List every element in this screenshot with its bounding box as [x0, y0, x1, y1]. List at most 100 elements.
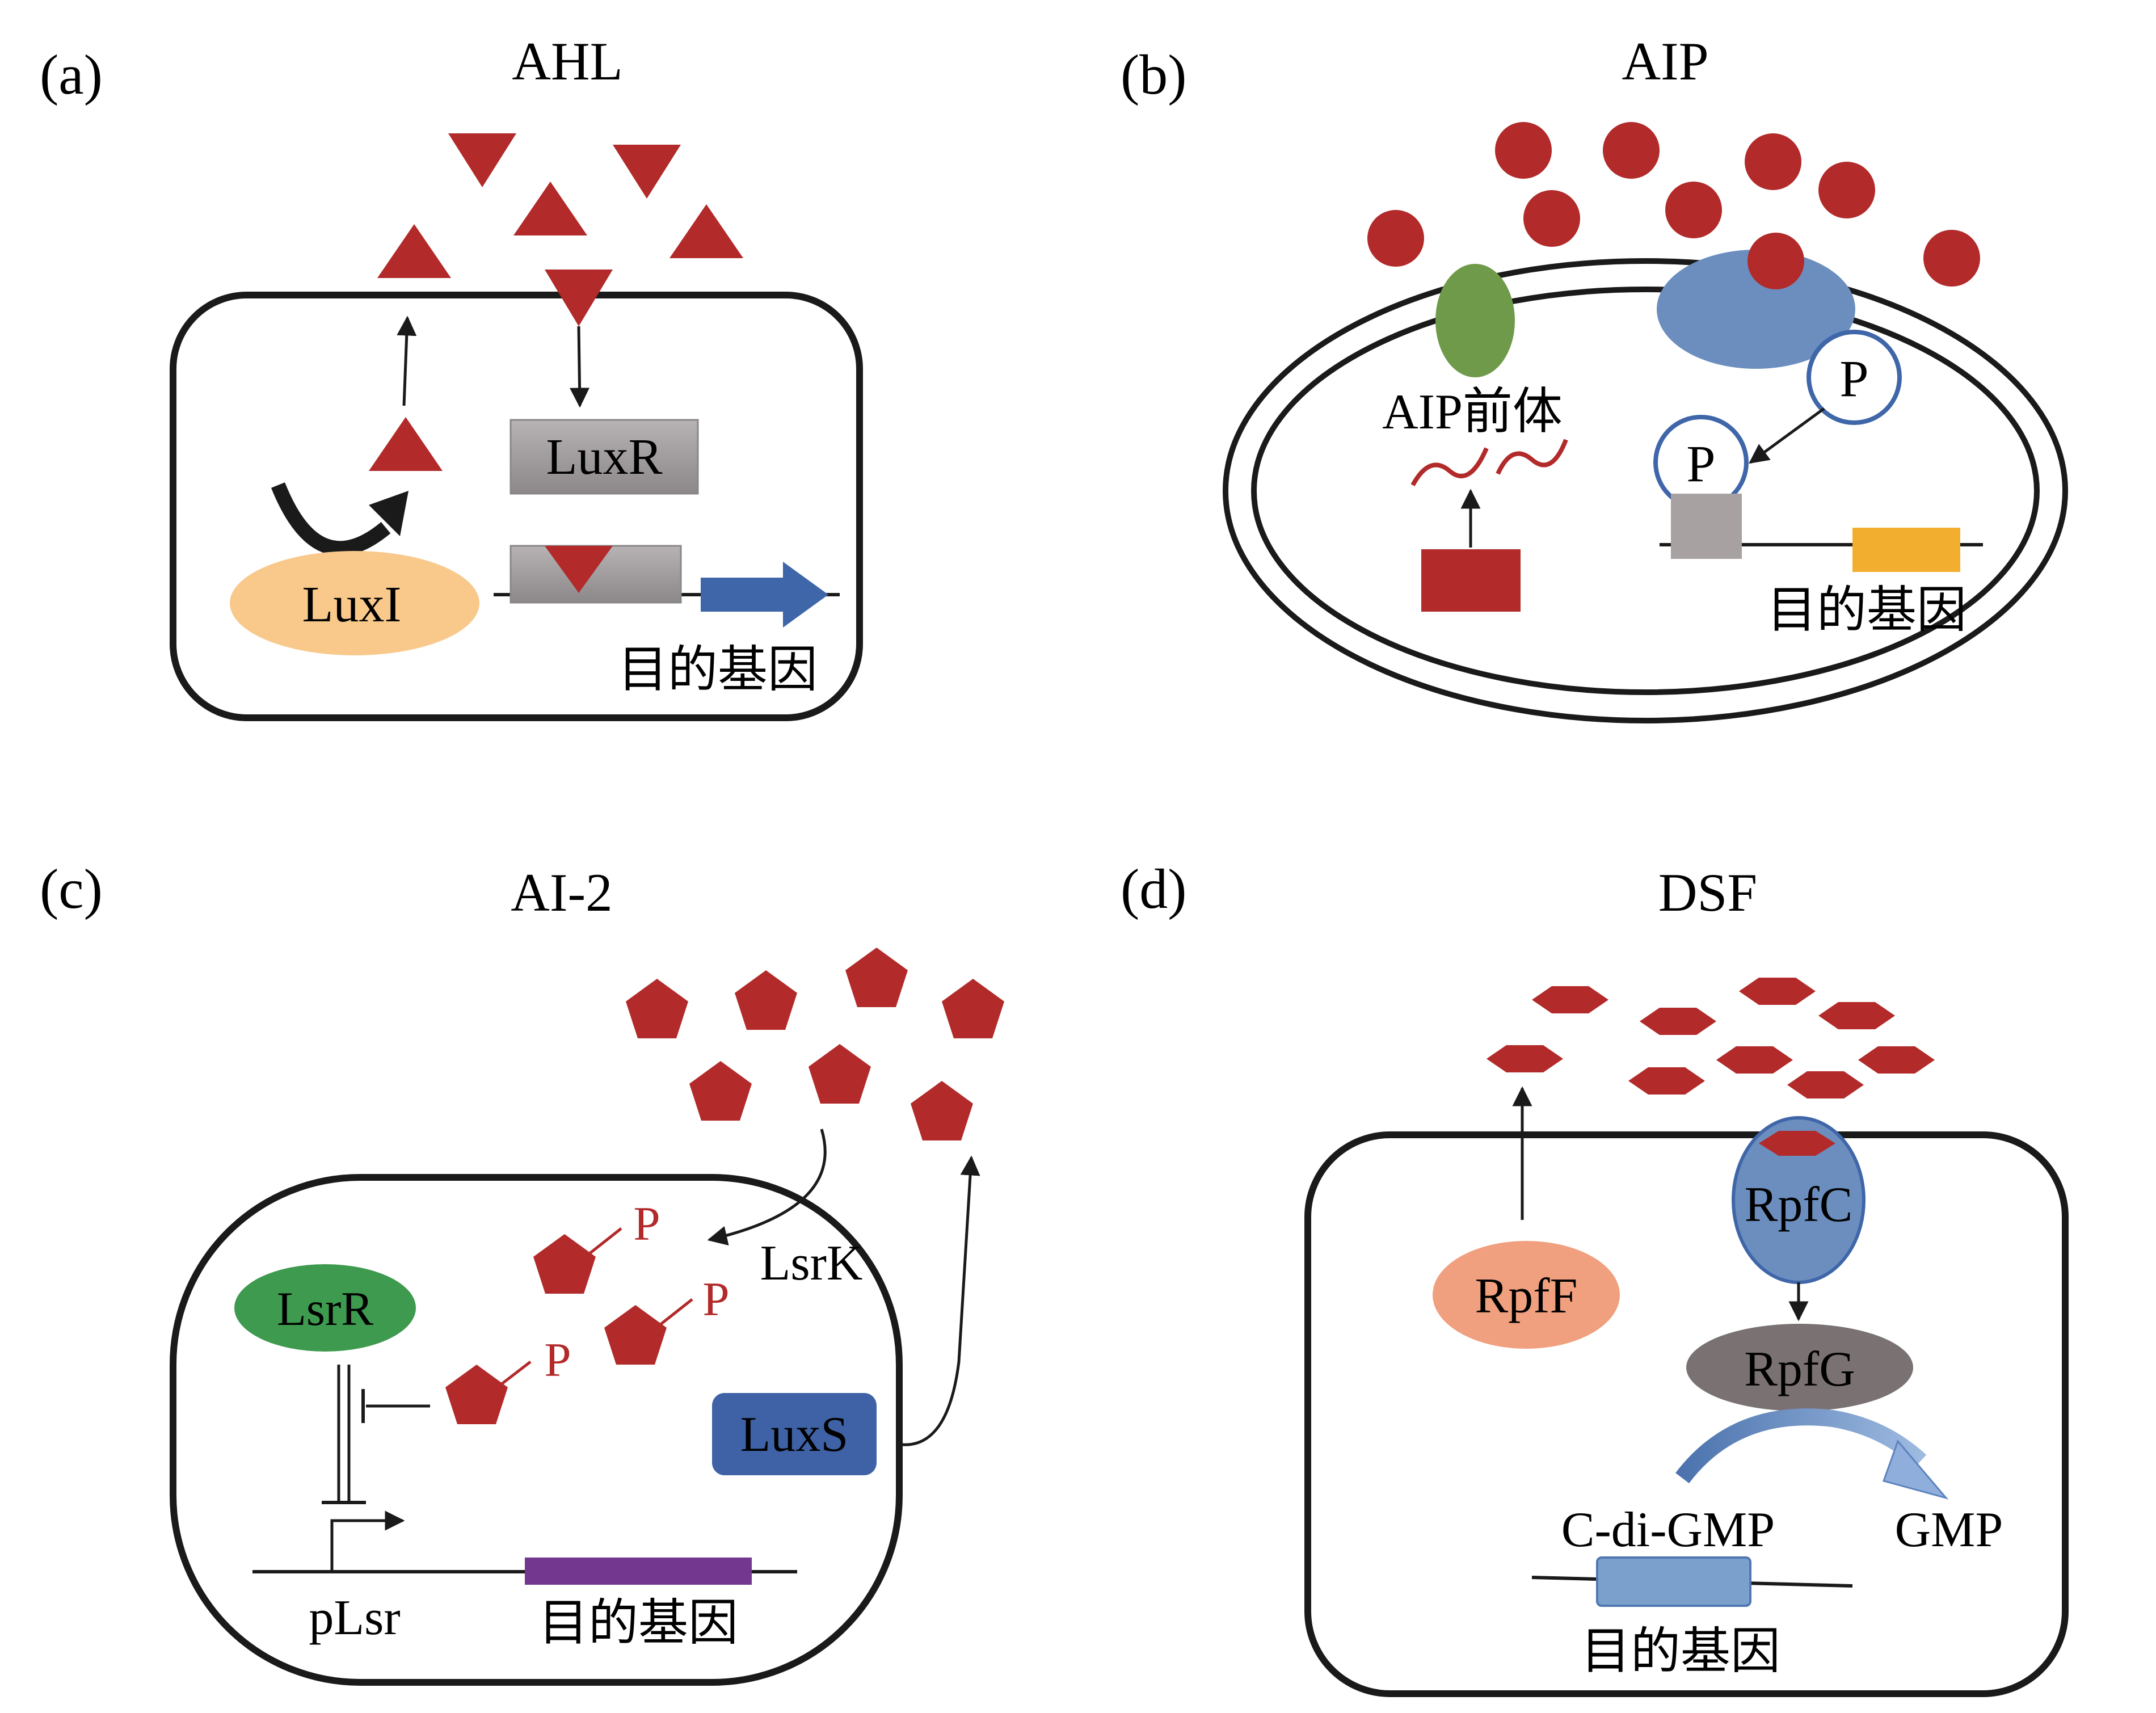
promoter-label: pLsr	[309, 1590, 400, 1645]
phosphate-label: P	[633, 1197, 660, 1251]
ahl-triangle	[613, 145, 681, 199]
target-gene-arrow-a	[701, 562, 828, 628]
cell-a	[170, 292, 863, 721]
panel-b: (b) AIP P P AIP前体	[1121, 31, 2068, 723]
degradation-arrow-head	[1883, 1440, 1949, 1500]
rpff-label: RpfF	[1475, 1269, 1578, 1324]
panel-d-label: (d)	[1121, 857, 1187, 920]
ahl-triangle	[545, 270, 613, 326]
ahl-triangle	[448, 133, 516, 187]
phosphotransfer-arrow	[1749, 407, 1825, 464]
lsrr-regulator	[234, 1264, 416, 1352]
aip-molecule	[1495, 122, 1552, 179]
ai2-phosphorylated	[445, 1365, 508, 1424]
panel-b-title: AIP	[1622, 31, 1708, 91]
ai2-phosphorylated	[604, 1305, 667, 1365]
phospho-receptor	[1807, 330, 1902, 425]
panel-c: (c) AI-2 LsrK P P P	[40, 857, 1004, 1686]
luxs-enzyme	[712, 1393, 877, 1475]
ai2-molecule	[735, 970, 797, 1030]
aip-molecule	[1745, 133, 1801, 190]
ai2-molecule	[809, 1044, 871, 1104]
luxi-arrow-head	[369, 491, 409, 536]
ahl-triangle	[377, 224, 451, 278]
ai2-signals	[626, 948, 1004, 1140]
panel-a: (a) AHL LuxR LuxI 目的基	[40, 31, 863, 721]
cdigmp-degradation-arrow	[1675, 1408, 1927, 1484]
arrow-export-ahl	[397, 315, 417, 406]
target-gene-label-c: 目的基因	[538, 1596, 738, 1651]
target-gene-box-b	[1852, 528, 1960, 572]
phosphate-label: P	[702, 1273, 729, 1326]
ahl-signals	[369, 133, 743, 601]
panel-a-label: (a)	[40, 43, 103, 106]
rpff-enzyme	[1433, 1241, 1620, 1349]
panel-b-label: (b)	[1121, 43, 1187, 106]
dsf-bound	[1759, 1131, 1835, 1156]
dsf-molecule	[1787, 1071, 1864, 1098]
dsf-signals	[1487, 978, 1935, 1098]
aip-molecule	[1665, 182, 1722, 238]
phosphate-bond	[500, 1361, 532, 1386]
luxr-box	[509, 419, 699, 495]
precursor-peptide	[1410, 447, 1489, 486]
panel-a-title: AHL	[512, 31, 622, 91]
lsrk-label: LsrK	[760, 1236, 863, 1291]
aip-molecule	[1747, 233, 1804, 289]
phosphate-label: P	[544, 1333, 571, 1387]
luxi-label: LuxI	[302, 576, 402, 633]
aip-molecule	[1603, 122, 1660, 179]
precursor-peptide	[1496, 439, 1568, 475]
rpfg-regulator	[1686, 1324, 1913, 1411]
dsf-molecule	[1739, 978, 1816, 1005]
cdigmp-label: C-di-GMP	[1561, 1502, 1775, 1558]
panel-c-label: (c)	[40, 857, 103, 920]
rpfg-label: RpfG	[1744, 1342, 1855, 1397]
panel-d-title: DSF	[1658, 862, 1757, 923]
dsf-molecule	[1716, 1046, 1793, 1074]
ahl-triangle	[669, 204, 743, 258]
ai2-molecule	[845, 948, 908, 1007]
phosphate-bond	[659, 1298, 693, 1326]
promoter-arrow	[330, 1510, 405, 1572]
aip-precursor-label: AIP前体	[1382, 385, 1563, 440]
aip-signals	[1367, 122, 1980, 289]
aip-molecule	[1367, 210, 1424, 267]
aip-molecule	[1923, 230, 1980, 287]
gmp-label: GMP	[1895, 1502, 2003, 1558]
dsf-molecule	[1628, 1067, 1705, 1095]
outer-membrane-b	[1223, 258, 2068, 723]
dsf-molecule	[1532, 986, 1608, 1013]
aip-receptor	[1657, 250, 1855, 369]
ai2-molecule	[942, 979, 1004, 1038]
target-gene-box-c	[525, 1558, 752, 1585]
phospho-receptor-label: P	[1839, 350, 1868, 407]
dsf-molecule	[1858, 1046, 1935, 1074]
lsrk-import-arrow	[707, 1129, 827, 1246]
ai2-molecule	[911, 1081, 973, 1140]
panel-d: (d) DSF RpfF RpfC RpfG	[1121, 857, 2069, 1697]
dsf-molecule	[1818, 1002, 1895, 1029]
target-gene-box-d	[1596, 1556, 1751, 1607]
luxr-ahl-complex	[545, 546, 613, 593]
inner-membrane-b	[1251, 287, 2040, 695]
cell-c	[170, 1174, 903, 1686]
dsf-molecule	[1487, 1045, 1563, 1072]
aip-exporter	[1435, 264, 1515, 377]
aip-molecule	[1523, 190, 1580, 247]
dsf-molecule	[1640, 1008, 1716, 1035]
aip-gene-box	[1421, 549, 1521, 612]
aip-molecule	[1818, 162, 1875, 218]
luxs-export-arrow	[896, 1155, 980, 1446]
phospho-ai2: P P P	[445, 1197, 730, 1424]
luxs-label: LuxS	[740, 1407, 849, 1462]
rpfc-label: RpfC	[1745, 1177, 1853, 1232]
panel-c-title: AI-2	[511, 862, 612, 923]
target-gene-label-b: 目的基因	[1767, 583, 1966, 638]
cell-d	[1304, 1131, 2069, 1697]
lsrr-label: LsrR	[277, 1282, 373, 1336]
target-gene-label-d: 目的基因	[1581, 1624, 1780, 1680]
ai2-molecule	[689, 1061, 752, 1121]
arrow-import-ahl	[570, 326, 590, 408]
